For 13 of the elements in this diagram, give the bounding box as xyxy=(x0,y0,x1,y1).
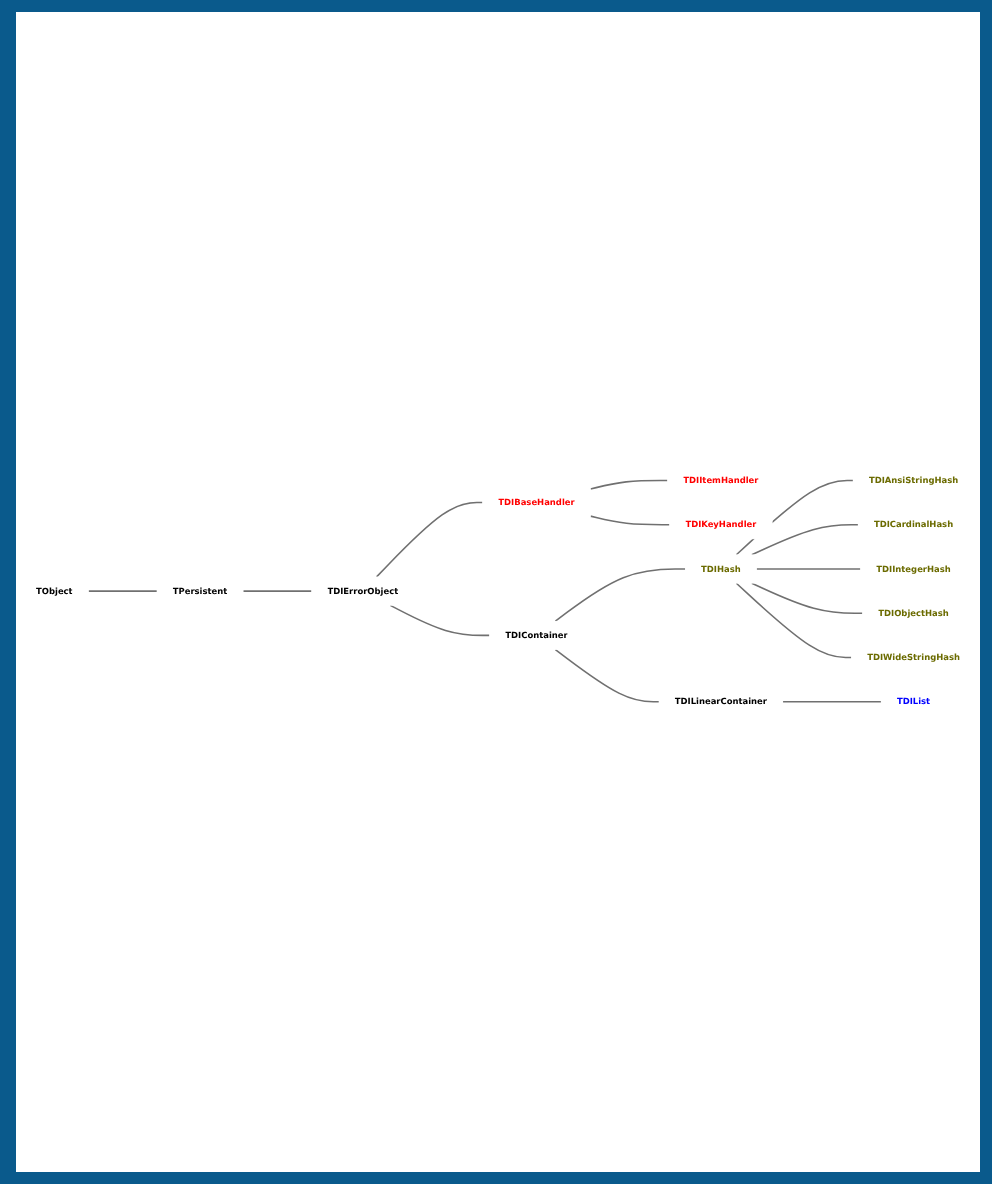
connector xyxy=(755,569,862,571)
connector xyxy=(375,502,484,579)
connector xyxy=(782,701,882,704)
connector xyxy=(751,524,859,557)
connector xyxy=(554,649,660,704)
connector xyxy=(554,569,687,623)
connector xyxy=(751,583,864,615)
connector xyxy=(735,583,853,660)
connector xyxy=(589,516,671,527)
connector xyxy=(242,591,313,593)
connector xyxy=(389,605,491,638)
connector xyxy=(589,480,669,491)
connector xyxy=(87,591,158,593)
